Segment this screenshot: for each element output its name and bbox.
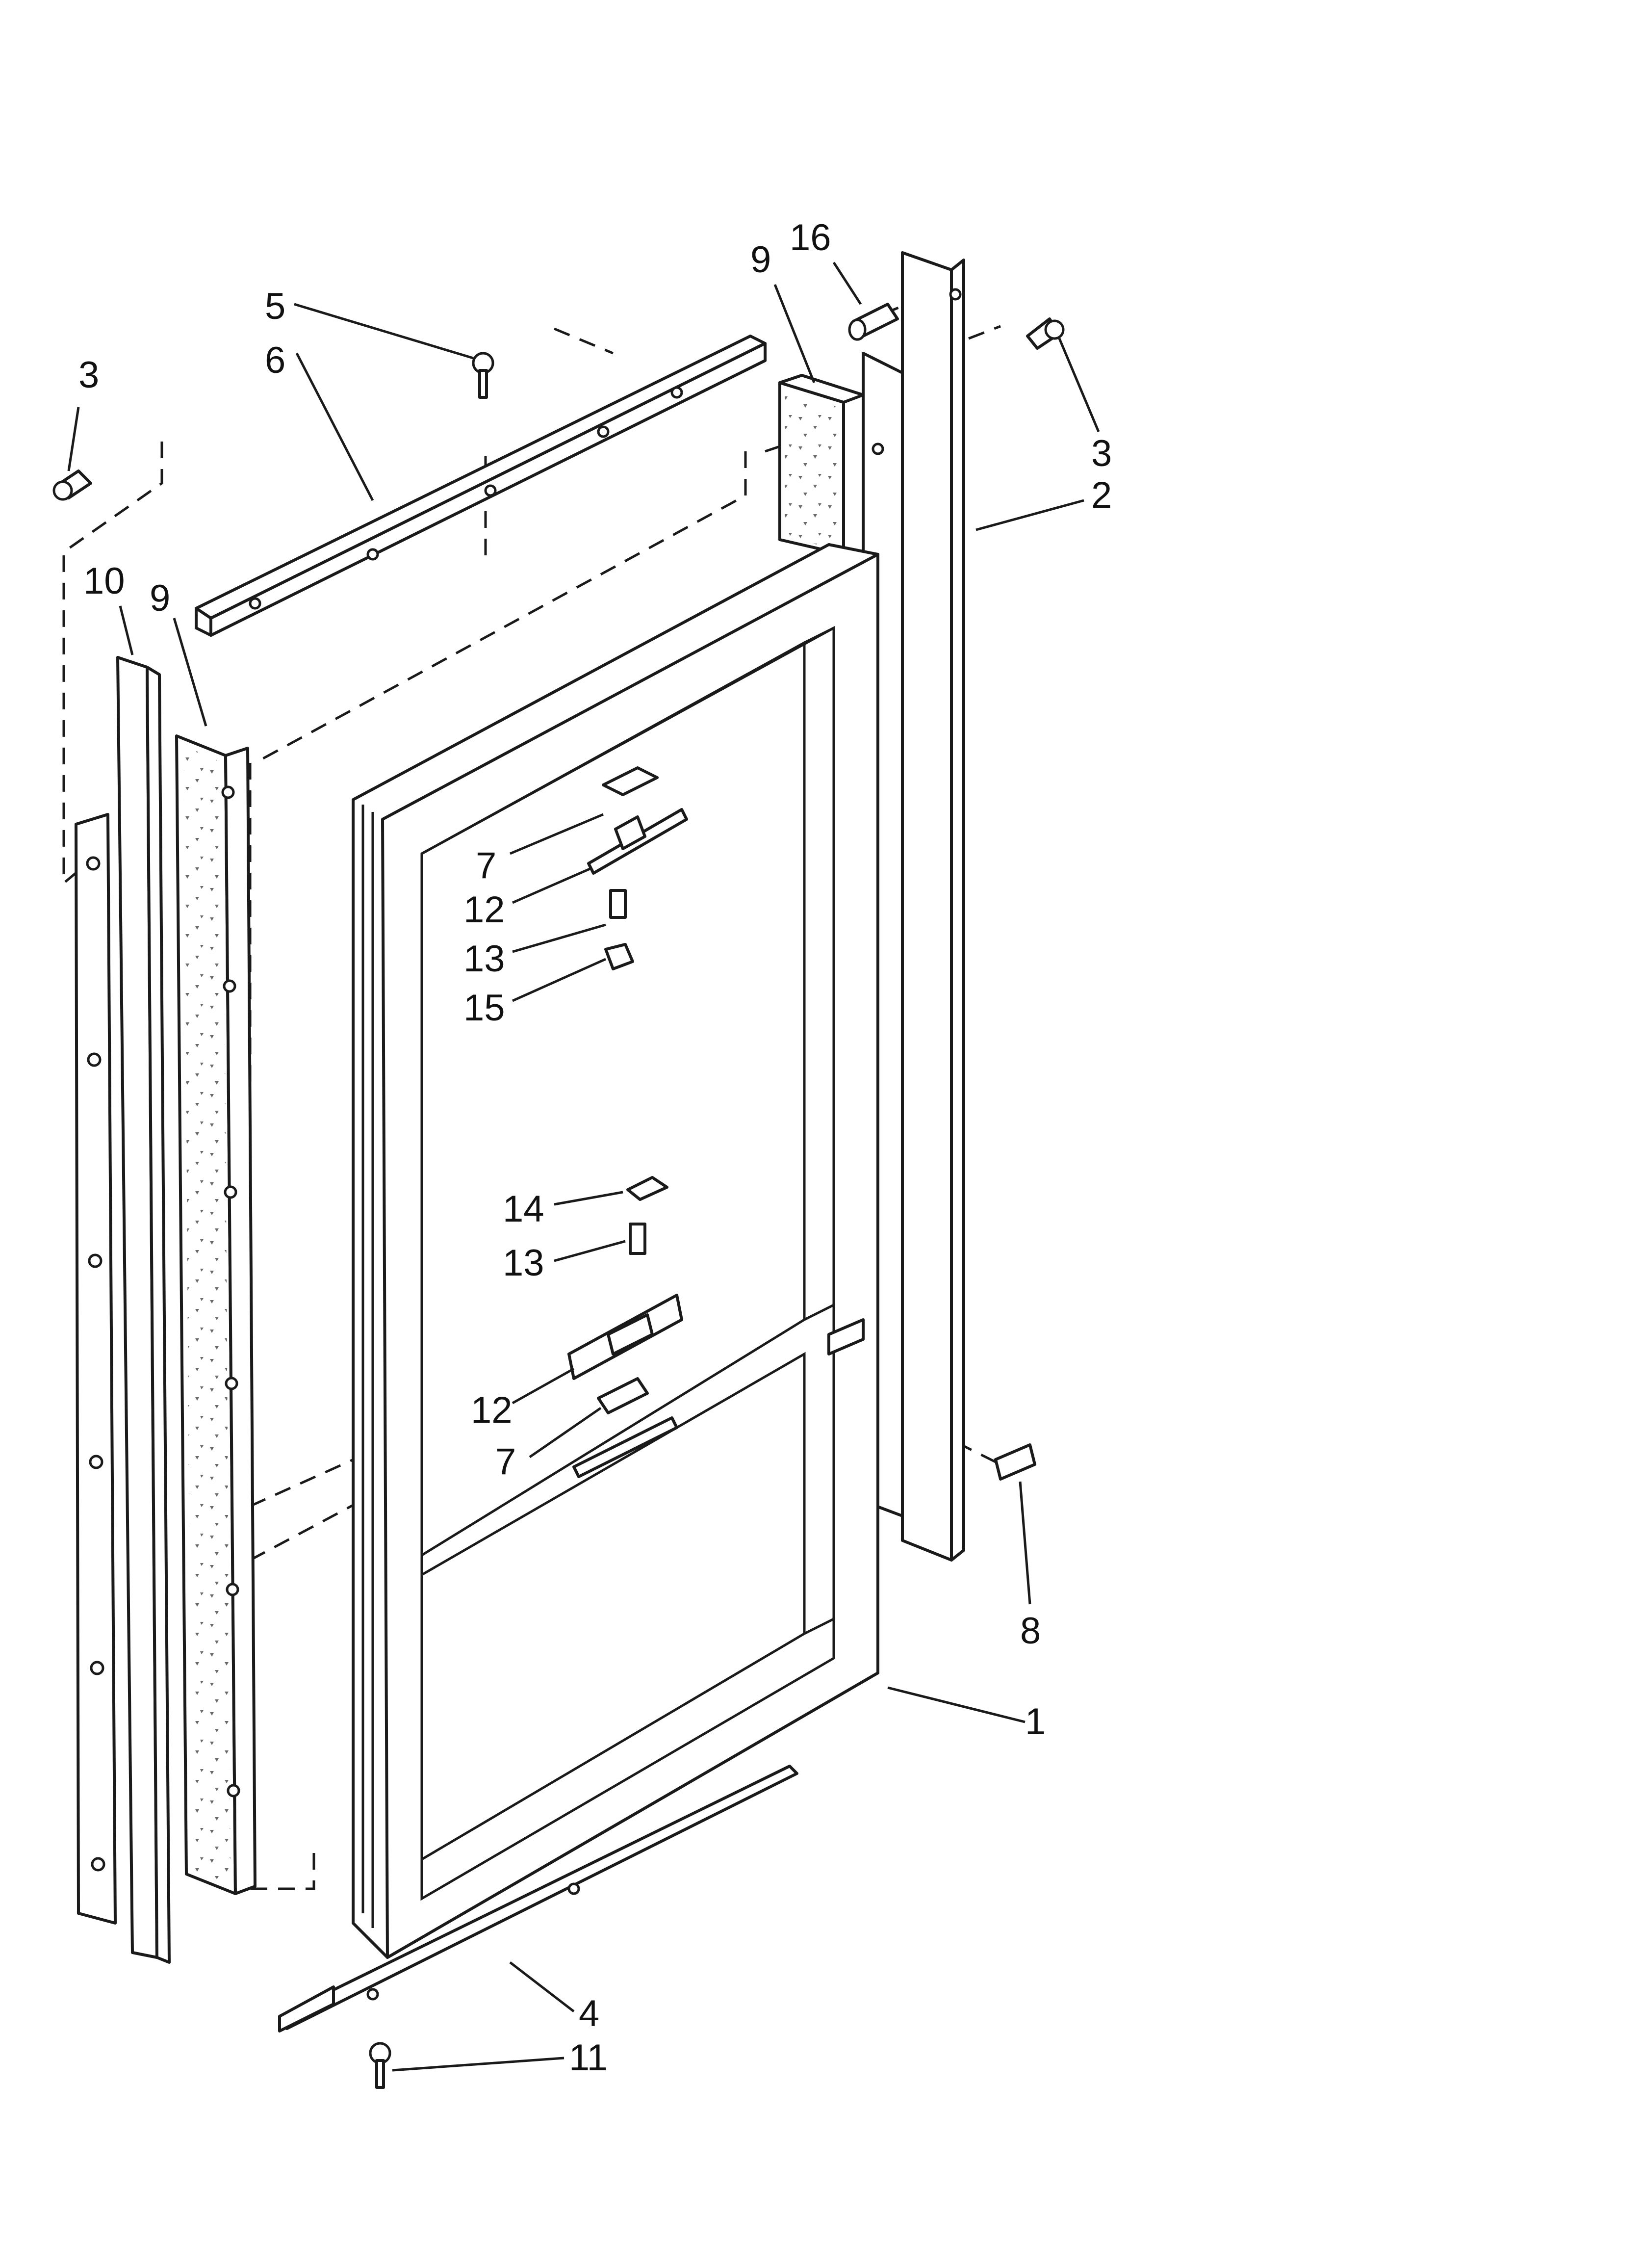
callout-7-top: 7 — [476, 845, 496, 886]
callout-15: 15 — [463, 987, 505, 1029]
left-door-trim-part-10 — [75, 656, 171, 1964]
door-frame-part-1 — [352, 543, 879, 1959]
lower-hinge-assembly — [567, 1176, 683, 1478]
left-foam-strip-part-9 — [175, 734, 257, 1895]
plug-icon — [848, 303, 899, 341]
callout-10: 10 — [83, 560, 125, 602]
callout-9-left: 9 — [150, 577, 170, 619]
callout-12-bottom: 12 — [471, 1389, 513, 1431]
screw-icon — [369, 2042, 391, 2089]
callout-11: 11 — [569, 2037, 608, 2079]
callout-8: 8 — [1020, 1610, 1041, 1652]
screw-icon — [1026, 317, 1065, 350]
callout-16: 16 — [790, 217, 831, 259]
screw-icon — [52, 469, 92, 501]
bottom-channel-part-4 — [278, 1765, 798, 2033]
callout-14: 14 — [503, 1188, 544, 1230]
callout-9-top: 9 — [750, 239, 771, 281]
callout-6: 6 — [265, 339, 285, 381]
callout-leaders — [67, 261, 1100, 2072]
callout-3-right: 3 — [1091, 433, 1112, 474]
callout-labels: 3 5 6 9 16 3 2 10 9 7 12 13 15 14 13 12 … — [78, 217, 1112, 2079]
upper-hinge-assembly — [587, 766, 688, 970]
callout-13-bottom: 13 — [503, 1242, 544, 1284]
badge-icon — [994, 1443, 1036, 1481]
callout-4: 4 — [579, 1993, 599, 2034]
callout-7-bottom: 7 — [495, 1441, 516, 1483]
callout-13-top: 13 — [463, 938, 505, 980]
screw-icon — [472, 352, 494, 399]
callout-2: 2 — [1091, 474, 1112, 516]
callout-3-left: 3 — [78, 354, 99, 396]
fasteners — [52, 303, 1065, 2089]
callout-1: 1 — [1025, 1701, 1046, 1743]
callout-5: 5 — [265, 286, 285, 327]
top-channel-part-6 — [195, 335, 767, 637]
right-foam-strip-part-9 — [778, 374, 865, 556]
callout-12-top: 12 — [463, 889, 505, 931]
